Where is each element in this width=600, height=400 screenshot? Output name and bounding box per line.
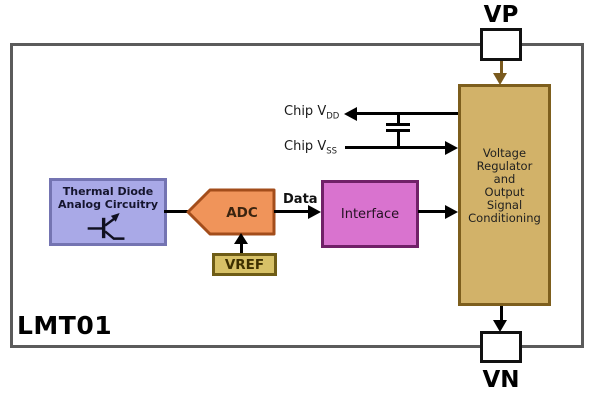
vp-pin-label: VP [483,2,519,28]
vn-pin-label: VN [482,367,520,393]
regulator-to-vn-arrow-head-icon [493,320,507,332]
vn-pin-box [480,331,522,363]
vp-arrow-head-icon [493,73,507,85]
capacitor-bottom-plate [386,129,410,132]
adc-to-interface-line [274,210,310,213]
capacitor-top-plate [386,123,410,126]
voltage-regulator-block: Voltage Regulator and Output Signal Cond… [458,84,551,306]
chip-vss-line [345,146,446,149]
interface-to-regulator-arrow-head-icon [445,205,458,219]
capacitor-bottom-lead [397,132,400,148]
chip-vdd-line [356,112,458,115]
interface-block: Interface [321,180,419,248]
vref-to-adc-arrow-head-icon [234,233,248,244]
chip-name-label: LMT01 [17,311,113,340]
adc-to-interface-arrow-head-icon [308,205,321,219]
chip-vss-label: Chip VSS [284,139,338,157]
thermal-diode-block: Thermal Diode Analog Circuitry [49,178,167,246]
thermal-to-adc-line [164,210,191,213]
regulator-to-vn-line [500,305,503,322]
interface-to-regulator-line [418,210,447,213]
vref-to-adc-line [240,243,243,253]
data-signal-label: Data [283,192,318,207]
chip-vss-arrow-head-icon [445,141,458,155]
bjt-transistor-icon [87,212,125,240]
vref-block: VREF [212,253,277,276]
chip-vdd-label: Chip VDD [284,104,340,122]
vp-arrow-line [500,60,503,75]
adc-label: ADC [226,205,258,221]
vp-pin-box [480,28,522,61]
voltage-regulator-label: Voltage Regulator and Output Signal Cond… [468,146,541,225]
thermal-diode-label: Thermal Diode Analog Circuitry [57,185,159,211]
capacitor-top-lead [397,113,400,124]
chip-vdd-arrow-head-icon [344,107,357,121]
chip-boundary-frame [10,43,584,348]
